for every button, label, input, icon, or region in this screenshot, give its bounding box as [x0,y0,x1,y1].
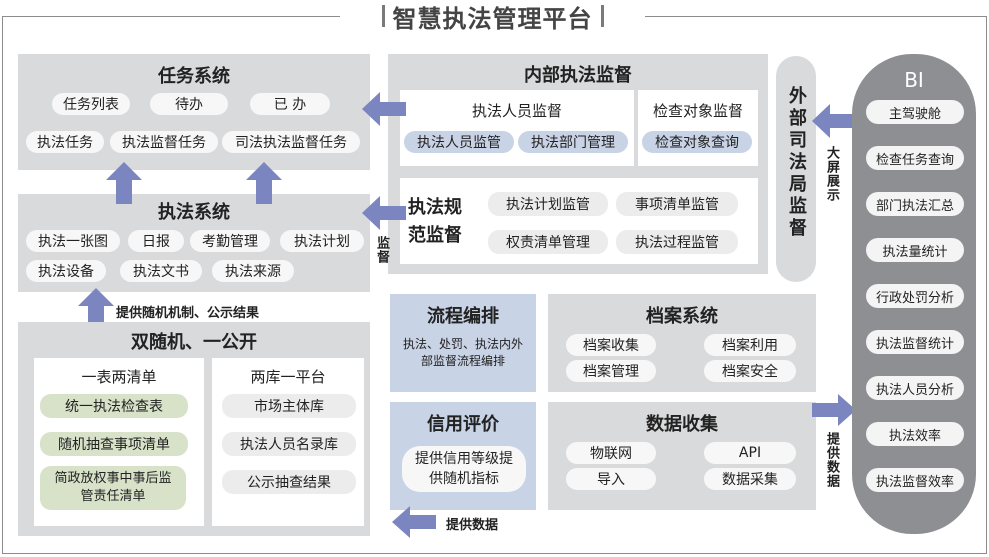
enforcement-item: 执法文书 [120,260,202,282]
personnel-box: 执法人员监督 [400,90,634,166]
external-supervision-panel: 外部司法局监督 [776,56,816,282]
arrow-up-icon [106,162,142,204]
bi-item: 部门执法汇总 [866,192,964,216]
title-bar-left [381,5,385,27]
two-libs-item: 市场主体库 [222,394,356,418]
bi-item: 主驾驶舱 [866,100,964,124]
standard-item: 执法过程监管 [616,230,738,254]
flow-panel: 流程编排 执法、处罚、执法内外部监督流程编排 [390,294,536,392]
data-collect-item: 物联网 [566,442,656,464]
task-item: 待办 [150,93,228,115]
enforcement-item: 执法一张图 [26,230,120,252]
flow-desc: 执法、处罚、执法内外部监督流程编排 [402,337,523,368]
arrow-left-icon [362,92,406,126]
arrow-right-icon [812,394,856,426]
one-table-item: 统一执法检查表 [40,394,188,418]
provide-data-right-label: 提供数据 [824,432,839,488]
task-item: 任务列表 [52,93,130,115]
internal-supervision-title: 内部执法监督 [524,65,632,86]
enforcement-item: 执法计划 [280,230,364,252]
two-libs-item: 执法人员名录库 [222,432,356,456]
random-mechanism-label: 提供随机机制、公示结果 [116,306,260,321]
arrow-left-icon [812,104,854,138]
inspection-object-box: 检查对象监督 [638,90,758,166]
one-table-item: 随机抽查事项清单 [40,432,188,456]
title-bar-right [600,5,604,27]
standard-item: 事项清单监管 [616,192,738,216]
enforcement-item: 执法设备 [26,260,106,282]
archive-item: 档案利用 [704,334,796,356]
double-random-title: 双随机、一公开 [131,332,257,353]
task-item: 执法任务 [26,131,104,153]
supervise-label: 监督 [374,236,389,264]
standard-title: 执法规范监督 [408,197,462,246]
bi-title: BI [904,68,924,92]
enforcement-item: 日报 [128,230,184,252]
bi-item: 执法人员分析 [866,376,964,400]
enforcement-item: 执法来源 [212,260,294,282]
personnel-item: 执法人员监管 [404,131,514,153]
page-title: 智慧执法管理平台 [392,4,593,33]
arrow-left-icon [392,506,436,538]
data-collect-item: 导入 [566,468,656,490]
bi-item: 执法量统计 [866,238,964,262]
data-collect-item: API [704,442,796,464]
personnel-title: 执法人员监督 [471,102,562,120]
provide-data-bottom-label: 提供数据 [446,518,499,533]
bi-item: 行政处罚分析 [866,284,964,308]
standard-item: 权责清单管理 [488,230,608,254]
credit-desc: 提供信用等级提供随机指标 [402,446,526,492]
archive-title: 档案系统 [646,306,718,327]
personnel-item: 执法部门管理 [518,131,628,153]
one-table-item: 简政放权事中事后监管责任清单 [40,466,186,510]
bi-item: 执法监督统计 [866,330,964,354]
bi-item: 检查任务查询 [866,146,964,170]
big-screen-label: 大屏展示 [824,146,839,202]
two-libs-title: 两库一平台 [250,368,326,386]
data-collect-item: 数据采集 [704,468,796,490]
arrow-left-icon [362,196,406,230]
inspection-object-title: 检查对象监督 [652,102,743,120]
two-libs-item: 公示抽查结果 [222,470,356,494]
data-collect-title: 数据收集 [646,414,718,435]
external-supervision-title: 外部司法局监督 [786,86,807,240]
enforcement-system-title: 执法系统 [158,202,230,223]
task-item: 已 办 [250,93,330,115]
one-table-two-lists-title: 一表两清单 [81,368,157,386]
task-item: 执法监督任务 [110,131,218,153]
bi-item: 执法监督效率 [866,468,964,492]
title-block: 智慧执法管理平台 [340,0,645,33]
task-system-title: 任务系统 [158,66,230,87]
bi-item: 执法效率 [866,422,964,446]
task-item: 司法执法监督任务 [222,131,360,153]
archive-item: 档案安全 [704,360,796,382]
inspection-object-item: 检查对象查询 [642,131,752,153]
archive-item: 档案管理 [566,360,656,382]
flow-title: 流程编排 [427,306,499,327]
arrow-up-icon [246,162,282,204]
credit-title: 信用评价 [427,414,499,435]
arrow-up-icon [78,288,114,334]
enforcement-item: 考勤管理 [190,230,270,252]
standard-item: 执法计划监管 [488,192,608,216]
archive-item: 档案收集 [566,334,656,356]
